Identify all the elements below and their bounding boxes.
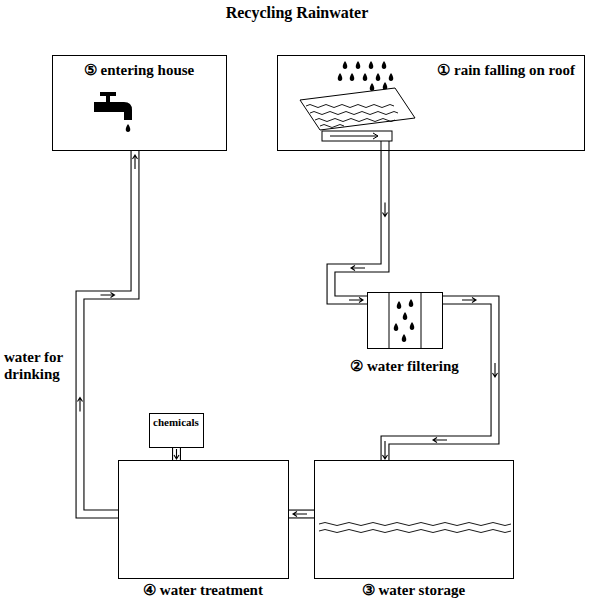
flow-arrow (383, 203, 388, 217)
pipe (383, 298, 498, 461)
roof (300, 88, 415, 130)
stage-label: ④ water treatment (143, 582, 263, 599)
storage-tank: ③ water storage (314, 460, 514, 579)
flow-arrow (462, 298, 476, 303)
pipe (289, 512, 314, 517)
flow-arrow (383, 441, 388, 459)
treatment-tank: ④ water treatment (118, 460, 289, 579)
flow-arrow (349, 298, 363, 303)
flow-arrow (133, 155, 138, 169)
flow-arrow (101, 293, 115, 298)
pipe-wall (385, 300, 495, 460)
filter-layers (389, 292, 421, 349)
pipe-wall (289, 510, 314, 519)
label-holder: water for drinking (3, 349, 73, 384)
box-label: ① rain falling on roof (437, 62, 575, 79)
filter-box: ② water filtering (367, 292, 443, 349)
pipe-inside (173, 448, 180, 460)
gutter (322, 131, 392, 141)
flow-arrow (351, 266, 365, 271)
pipe-inside (289, 511, 314, 518)
flow-arrow (493, 363, 498, 377)
stage-label: ② water filtering (350, 358, 459, 375)
title-holder: Recycling Rainwater (0, 4, 594, 22)
roof-box: ① rain falling on roof (277, 55, 585, 151)
pipe-wall (331, 151, 385, 300)
flow-arrow (293, 512, 307, 517)
diagram-title: Recycling Rainwater (226, 4, 369, 22)
roof-water (306, 105, 398, 128)
pipe (331, 151, 388, 303)
box-label: chemicals (153, 416, 199, 429)
filter-drops (394, 299, 415, 342)
flow-arrow (433, 438, 447, 443)
pipe-inside (385, 300, 495, 460)
house-box: ⑤ entering house (52, 55, 227, 151)
flow-arrow (174, 449, 179, 459)
pipe-label: water for drinking (3, 349, 73, 384)
pipe (174, 448, 179, 460)
gutter-arrow (330, 133, 378, 139)
pipe-wall (172, 448, 181, 460)
chemicals-box: chemicals (149, 413, 204, 448)
flow-arrow (78, 398, 83, 412)
faucet-icon (94, 92, 132, 132)
stored-water (319, 523, 511, 533)
downpipe (381, 141, 389, 151)
box-label: ⑤ entering house (84, 62, 195, 79)
stage-label: ③ water storage (362, 582, 466, 599)
pipe-inside (331, 151, 385, 300)
rain-drops (338, 61, 394, 91)
